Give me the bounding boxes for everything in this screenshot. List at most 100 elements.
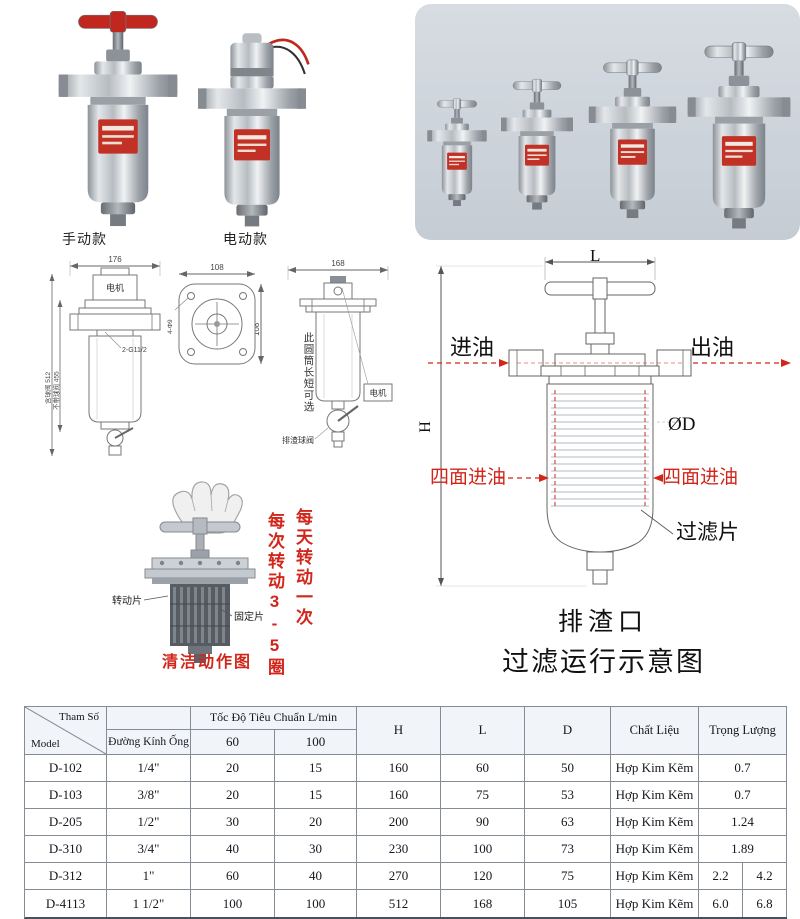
cell-d: 53 — [525, 782, 611, 809]
side-view-drawing: 168 电机 排渣球阀 — [280, 258, 395, 473]
filter-mesh — [551, 393, 649, 507]
manual-version-label: 手动款 — [62, 231, 107, 247]
cell-h: 200 — [357, 809, 441, 836]
cell-pipe: 1" — [107, 863, 191, 890]
cell-flow60: 60 — [191, 863, 275, 890]
corner-label-bottom: Model — [31, 737, 60, 750]
cell-pipe: 1 1/2" — [107, 890, 191, 917]
cell-material: Hợp Kim Kẽm — [611, 782, 699, 809]
cell-l: 75 — [441, 782, 525, 809]
header-flow-60: 60 — [191, 730, 275, 755]
drain-port-label: 排渣口 — [558, 609, 649, 636]
cell-material: Hợp Kim Kẽm — [611, 809, 699, 836]
electric-version-label: 电动款 — [223, 231, 268, 247]
schematic-caption: 过滤运行示意图 — [502, 647, 705, 677]
operation-schematic-drawing — [425, 246, 797, 622]
cell-model: D-103 — [25, 782, 107, 809]
front-view-drawing: 176 含球阀 512 不带球阀 455 电机 2-G11/2 — [45, 252, 175, 467]
header-flow-100: 100 — [275, 730, 357, 755]
corner-label-top: Tham Số — [58, 711, 99, 723]
cell-pipe: 3/4" — [107, 836, 191, 863]
cell-model: D-205 — [25, 809, 107, 836]
cell-flow60: 100 — [191, 890, 275, 917]
thread-note-label: 2-G11/2 — [122, 347, 147, 354]
cell-flow100: 40 — [275, 863, 357, 890]
header-weight: Trọng Lượng — [699, 707, 787, 755]
cell-flow60: 20 — [191, 755, 275, 782]
cylinder-length-note: 此圆筒长短可选 — [302, 332, 315, 413]
cell-model: D-312 — [25, 863, 107, 890]
cell-material: Hợp Kim Kẽm — [611, 836, 699, 863]
fixed-plate-label: 固定片 — [234, 610, 264, 623]
cleaning-action-drawing: 转动片 固定片 — [110, 468, 325, 668]
spec-table: Tham Số Model Đường Kính Ống Tốc Độ Tiêu… — [24, 706, 787, 919]
cell-model: D-310 — [25, 836, 107, 863]
cell-flow100: 20 — [275, 809, 357, 836]
filter-size-3-photo — [584, 56, 681, 221]
diagonal-divider — [25, 707, 106, 754]
manual-filter-photo — [52, 6, 184, 230]
cell-pipe: 1/4" — [107, 755, 191, 782]
filter-size-1-photo — [424, 96, 490, 208]
cell-flow100: 15 — [275, 755, 357, 782]
cell-material: Hợp Kim Kẽm — [611, 755, 699, 782]
cell-h: 270 — [357, 863, 441, 890]
table-corner-cell: Tham Số Model — [25, 707, 107, 755]
cell-l: 100 — [441, 836, 525, 863]
dim-l-label: L — [590, 246, 601, 265]
cell-weight: 0.7 — [699, 755, 787, 782]
cell-h: 160 — [357, 782, 441, 809]
dim-d-label: ØD — [668, 414, 696, 435]
cell-weight: 1.89 — [699, 836, 787, 863]
cleaning-caption: 清洁动作图 — [162, 654, 253, 671]
cell-d: 50 — [525, 755, 611, 782]
cell-weight: 0.7 — [699, 782, 787, 809]
cell-d: 73 — [525, 836, 611, 863]
cell-flow60: 40 — [191, 836, 275, 863]
cell-l: 90 — [441, 809, 525, 836]
electric-filter-photo — [192, 26, 312, 230]
four-side-inlet-right-label: 四面进油 — [662, 467, 739, 488]
cell-model: D-102 — [25, 755, 107, 782]
holes-note-label: 4-Φ9 — [167, 319, 174, 334]
cell-pipe: 3/8" — [107, 782, 191, 809]
dim-168-label: 168 — [331, 259, 345, 268]
cell-weight: 1.24 — [699, 809, 787, 836]
rotate-daily-instruction: 每天转动一次 — [293, 508, 312, 628]
header-d: D — [525, 707, 611, 755]
cell-flow100: 100 — [275, 890, 357, 917]
cell-material: Hợp Kim Kẽm — [611, 863, 699, 890]
four-side-inlet-left-label: 四面进油 — [430, 467, 507, 488]
cell-l: 120 — [441, 863, 525, 890]
dim-with-valve-label: 含球阀 512 — [45, 371, 52, 404]
motor-box-label: 电机 — [106, 282, 124, 293]
cell-l: 168 — [441, 890, 525, 917]
filter-plate-label: 过滤片 — [676, 520, 739, 544]
cell-d: 105 — [525, 890, 611, 917]
header-l: L — [441, 707, 525, 755]
cell-d: 63 — [525, 809, 611, 836]
top-view-drawing: 108 108 4-Φ9 — [165, 262, 265, 382]
dim-108w-label: 108 — [210, 263, 224, 272]
cell-material: Hợp Kim Kẽm — [611, 890, 699, 917]
header-material: Chất Liệu — [611, 707, 699, 755]
header-h: H — [357, 707, 441, 755]
cell-flow60: 20 — [191, 782, 275, 809]
cell-model: D-4113 — [25, 890, 107, 917]
cell-pipe: 1/2" — [107, 809, 191, 836]
filter-size-4-photo — [682, 38, 796, 232]
oil-inlet-label: 进油 — [450, 335, 495, 360]
motor-callout-label: 电机 — [369, 388, 387, 398]
cell-flow60: 30 — [191, 809, 275, 836]
drain-valve-label: 排渣球阀 — [282, 435, 314, 445]
dim-176-label: 176 — [108, 255, 122, 264]
